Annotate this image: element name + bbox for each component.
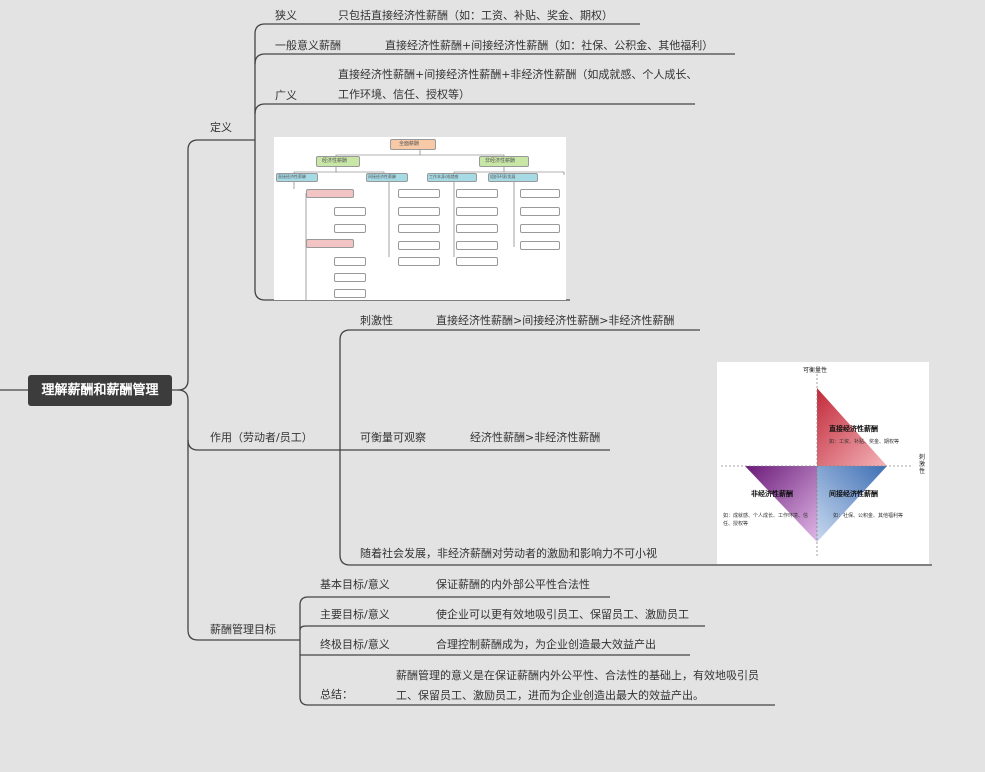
node-general-text: 直接经济性薪酬+间接经济性薪酬（如：社保、公积金、其他福利） [385, 39, 714, 52]
org-chart-lines [293, 149, 565, 300]
node-ultimate-label[interactable]: 终极目标/意义 [320, 638, 390, 651]
oc-leaf [398, 241, 440, 250]
oc-right [479, 156, 529, 167]
oc-leaf [456, 224, 498, 233]
oc-l2-3-label: 工作本身/成就感 [429, 174, 459, 179]
node-basic-text: 保证薪酬的内外部公平性合法性 [436, 578, 590, 591]
oc-leaf [334, 273, 366, 282]
oc-l2-2 [366, 173, 408, 182]
node-broad-text: 直接经济性薪酬+间接经济性薪酬+非经济性薪酬（如成就感、个人成长、工作环境、信任… [338, 68, 698, 101]
oc-right-label: 非经济性薪酬 [485, 158, 516, 164]
root-node[interactable]: 理解薪酬和薪酬管理 [28, 375, 172, 406]
quad-nonecon-shape [745, 466, 817, 542]
oc-l2-4-label: 组织环境/发展 [490, 174, 516, 179]
node-narrow-text: 只包括直接经济性薪酬（如：工资、补贴、奖金、期权） [338, 9, 613, 22]
oc-top [390, 139, 436, 150]
node-main-text: 使企业可以更有效地吸引员工、保留员工、激励员工 [436, 608, 689, 621]
oc-leaf [456, 189, 498, 198]
node-narrow-label[interactable]: 狭义 [275, 9, 297, 22]
oc-left [316, 156, 360, 167]
oc-leaf [520, 207, 560, 216]
quad-indirect-shape [817, 466, 887, 542]
oc-leaf [398, 189, 440, 198]
branch-goals[interactable]: 薪酬管理目标 [210, 623, 276, 636]
quad-y-axis-label: 可衡量性 [803, 367, 828, 374]
node-summary-label[interactable]: 总结： [320, 688, 353, 701]
oc-leaf [456, 241, 498, 250]
oc-leaf [398, 207, 440, 216]
oc-leaf [456, 257, 498, 266]
branch-definition[interactable]: 定义 [210, 121, 232, 134]
node-broad-label[interactable]: 广义 [275, 89, 297, 102]
org-chart-image[interactable]: 全面薪酬 经济性薪酬 非经济性薪酬 直接经济性薪酬 间接经济性薪酬 工作本身/成… [274, 137, 566, 300]
oc-leaf [398, 257, 440, 266]
quadrant-diagram [721, 374, 913, 558]
node-general-label[interactable]: 一般意义薪酬 [275, 39, 341, 52]
quad-x-axis-label: 刺激性 [919, 454, 926, 475]
oc-leaf [456, 207, 498, 216]
node-summary-text: 薪酬管理的意义是在保证薪酬内外公平性、合法性的基础上，有效地吸引员工、保留员工、… [396, 669, 759, 702]
quadrant-image[interactable]: 可衡量性 刺激性 直接经济性薪酬 如：工资、补贴、奖金、期权等 间接经济性薪酬 … [717, 362, 929, 564]
oc-leaf [306, 239, 354, 248]
quad-direct-title: 直接经济性薪酬 [829, 425, 878, 433]
oc-l2-1 [276, 173, 318, 182]
node-measurable-label[interactable]: 可衡量可观察 [360, 431, 426, 444]
oc-left-label: 经济性薪酬 [322, 158, 348, 164]
node-stimulate-label[interactable]: 刺激性 [360, 314, 393, 327]
node-stimulate-text: 直接经济性薪酬>间接经济性薪酬>非经济性薪酬 [436, 314, 675, 327]
oc-l2-2-label: 间接经济性薪酬 [368, 174, 396, 179]
oc-l2-4 [488, 173, 538, 182]
node-measurable-text: 经济性薪酬>非经济性薪酬 [470, 431, 601, 444]
quad-direct-shape [817, 388, 887, 466]
oc-l2-1-label: 直接经济性薪酬 [278, 174, 306, 179]
oc-leaf [306, 189, 354, 198]
branch-function[interactable]: 作用（劳动者/员工） [210, 431, 313, 444]
quad-indirect-desc: 如：社保、公积金、其他福利等 [833, 513, 904, 519]
node-ultimate-text: 合理控制薪酬成为，为企业创造最大效益产出 [436, 638, 656, 651]
node-basic-label[interactable]: 基本目标/意义 [320, 578, 390, 591]
oc-leaf [334, 224, 366, 233]
quad-direct-desc: 如：工资、补贴、奖金、期权等 [829, 439, 900, 445]
oc-leaf [398, 224, 440, 233]
oc-l2-3 [427, 173, 477, 182]
quad-nonecon-title: 非经济性薪酬 [751, 490, 793, 498]
quad-indirect-title: 间接经济性薪酬 [829, 490, 878, 498]
oc-leaf [520, 241, 560, 250]
oc-top-label: 全面薪酬 [399, 141, 420, 147]
oc-leaf [520, 224, 560, 233]
oc-leaf [334, 257, 366, 266]
node-note[interactable]: 随着社会发展，非经济薪酬对劳动者的激励和影响力不可小视 [360, 547, 657, 560]
oc-leaf [334, 207, 366, 216]
quad-nonecon-desc: 如：成就感、个人成长、工作环境、信任、授权等 [723, 513, 809, 527]
node-main-label[interactable]: 主要目标/意义 [320, 608, 390, 621]
oc-leaf [520, 189, 560, 198]
oc-leaf [334, 289, 366, 298]
